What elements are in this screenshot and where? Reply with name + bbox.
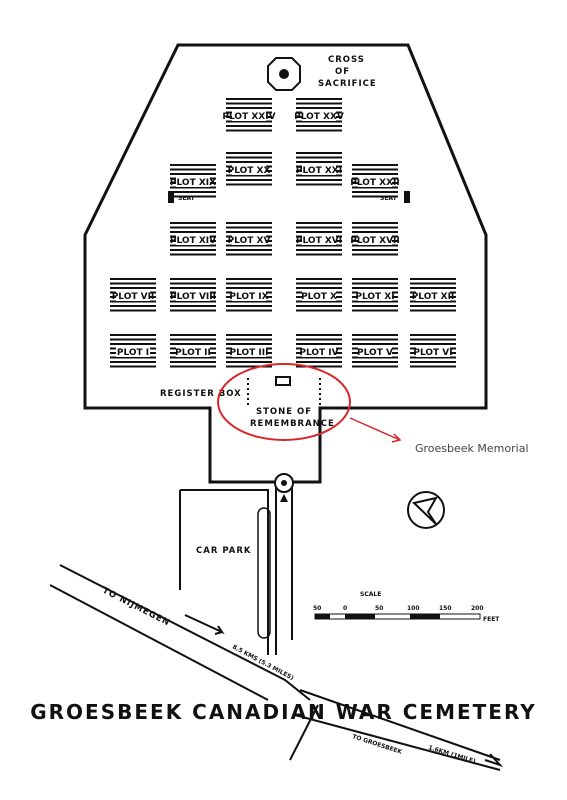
seat-right-label: SEAT xyxy=(380,195,398,202)
memorial-highlight-circle xyxy=(217,363,351,441)
plot-block: PLOT VII xyxy=(110,278,156,312)
plot-block: PLOT II xyxy=(170,334,216,368)
entrance-arrow-icon xyxy=(280,494,288,502)
to-nijmegen-label: TO NIJMEGEN xyxy=(101,586,172,629)
plot-block: PLOT I xyxy=(110,334,156,368)
car-park-outline xyxy=(179,489,269,655)
svg-text:100: 100 xyxy=(407,605,420,612)
plot-label: PLOT IX xyxy=(229,292,268,302)
car-park-label: CAR PARK xyxy=(196,546,251,556)
plot-block: PLOT III xyxy=(226,334,272,368)
plot-label: PLOT XIX xyxy=(170,178,216,188)
plot-block: PLOT XXI xyxy=(296,152,342,186)
svg-text:200: 200 xyxy=(471,605,484,612)
plot-block: PLOT XV xyxy=(226,222,272,256)
plot-block: PLOT XI xyxy=(352,278,398,312)
plot-block: PLOT XXII xyxy=(350,164,400,198)
car-park-island xyxy=(257,507,271,639)
plot-block: PLOT XII xyxy=(410,278,456,312)
entrance-path xyxy=(275,486,293,655)
plot-label: PLOT XX xyxy=(228,166,271,176)
plot-label: PLOT IV xyxy=(299,348,338,358)
plot-label: PLOT XXIV xyxy=(222,112,275,122)
svg-text:OF: OF xyxy=(335,67,350,77)
plot-block: PLOT VI xyxy=(410,334,456,368)
plot-label: PLOT III xyxy=(230,348,269,358)
plot-block: PLOT V xyxy=(352,334,398,368)
plot-label: PLOT I xyxy=(117,348,149,358)
plot-block: PLOT XIV xyxy=(170,222,216,256)
plot-label: PLOT VII xyxy=(112,292,155,302)
plot-label: PLOT VIII xyxy=(170,292,216,302)
plot-label: PLOT VI xyxy=(413,348,452,358)
seat-right-icon xyxy=(404,191,410,203)
groesbeek-memorial-annotation: Groesbeek Memorial xyxy=(415,442,529,455)
plot-label: PLOT XXII xyxy=(350,178,400,188)
distance-groesbeek-label: 1.6KM (1MILE) xyxy=(427,744,476,765)
plot-block: PLOT XX xyxy=(226,152,272,186)
plot-block: PLOT XXIV xyxy=(222,98,276,132)
plot-label: PLOT XIV xyxy=(170,236,216,246)
memorial-pointer-arrow xyxy=(349,417,402,443)
plot-block: PLOT XXV xyxy=(294,98,344,132)
plot-block: PLOT XIX xyxy=(170,164,216,198)
plot-block: PLOT VIII xyxy=(170,278,216,312)
svg-text:CROSS: CROSS xyxy=(328,55,365,65)
svg-text:50: 50 xyxy=(375,605,383,612)
plot-label: PLOT XV xyxy=(228,236,271,246)
plot-label: PLOT XI xyxy=(355,292,394,302)
plot-block: PLOT XVII xyxy=(350,222,400,256)
register-box-label: REGISTER BOX xyxy=(160,389,242,399)
arrow-groesbeek-icon xyxy=(484,753,504,768)
distance-nijmegen-label: 8.5 KMS (5.3 MILES) xyxy=(231,644,295,682)
plot-label: PLOT V xyxy=(357,348,393,358)
plot-label: PLOT XXV xyxy=(294,112,344,122)
svg-text:STONE OF: STONE OF xyxy=(256,407,312,417)
seat-left-label: SEAT xyxy=(178,195,196,202)
svg-text:150: 150 xyxy=(439,605,452,612)
plot-label: PLOT XII xyxy=(412,292,455,302)
plots-layer: PLOT I PLOT II PLOT III PLOT IV PLOT V PLOT V… xyxy=(110,98,456,368)
svg-text:REMEMBRANCE: REMEMBRANCE xyxy=(250,419,335,429)
arrow-nijmegen-icon xyxy=(184,614,225,635)
plot-label: PLOT II xyxy=(175,348,211,358)
svg-text:SCALE: SCALE xyxy=(360,591,381,598)
svg-text:SACRIFICE: SACRIFICE xyxy=(318,79,377,89)
map-title: GROESBEEK CANADIAN WAR CEMETERY xyxy=(30,700,537,724)
plot-label: PLOT XVII xyxy=(350,236,400,246)
road-groesbeek xyxy=(289,689,501,771)
road-nijmegen xyxy=(49,564,311,701)
plot-block: PLOT X xyxy=(296,278,342,312)
svg-text:FEET: FEET xyxy=(483,616,500,623)
cemetery-boundary xyxy=(83,43,488,484)
plot-label: PLOT X xyxy=(301,292,337,302)
svg-text:0: 0 xyxy=(343,605,347,612)
svg-text:50: 50 xyxy=(313,605,321,612)
stone-of-remembrance: STONE OF REMEMBRANCE xyxy=(247,376,335,429)
plot-label: PLOT XVI xyxy=(296,236,342,246)
plot-block: PLOT XVI xyxy=(296,222,342,256)
plot-label: PLOT XXI xyxy=(296,166,342,176)
scale-bar: SCALE 50 0 50 100 150 200 FEET xyxy=(313,591,500,623)
plot-block: PLOT IV xyxy=(296,334,342,368)
cross-of-sacrifice: CROSS OF SACRIFICE xyxy=(267,55,377,91)
plot-block: PLOT IX xyxy=(226,278,272,312)
north-compass-icon xyxy=(407,491,445,529)
